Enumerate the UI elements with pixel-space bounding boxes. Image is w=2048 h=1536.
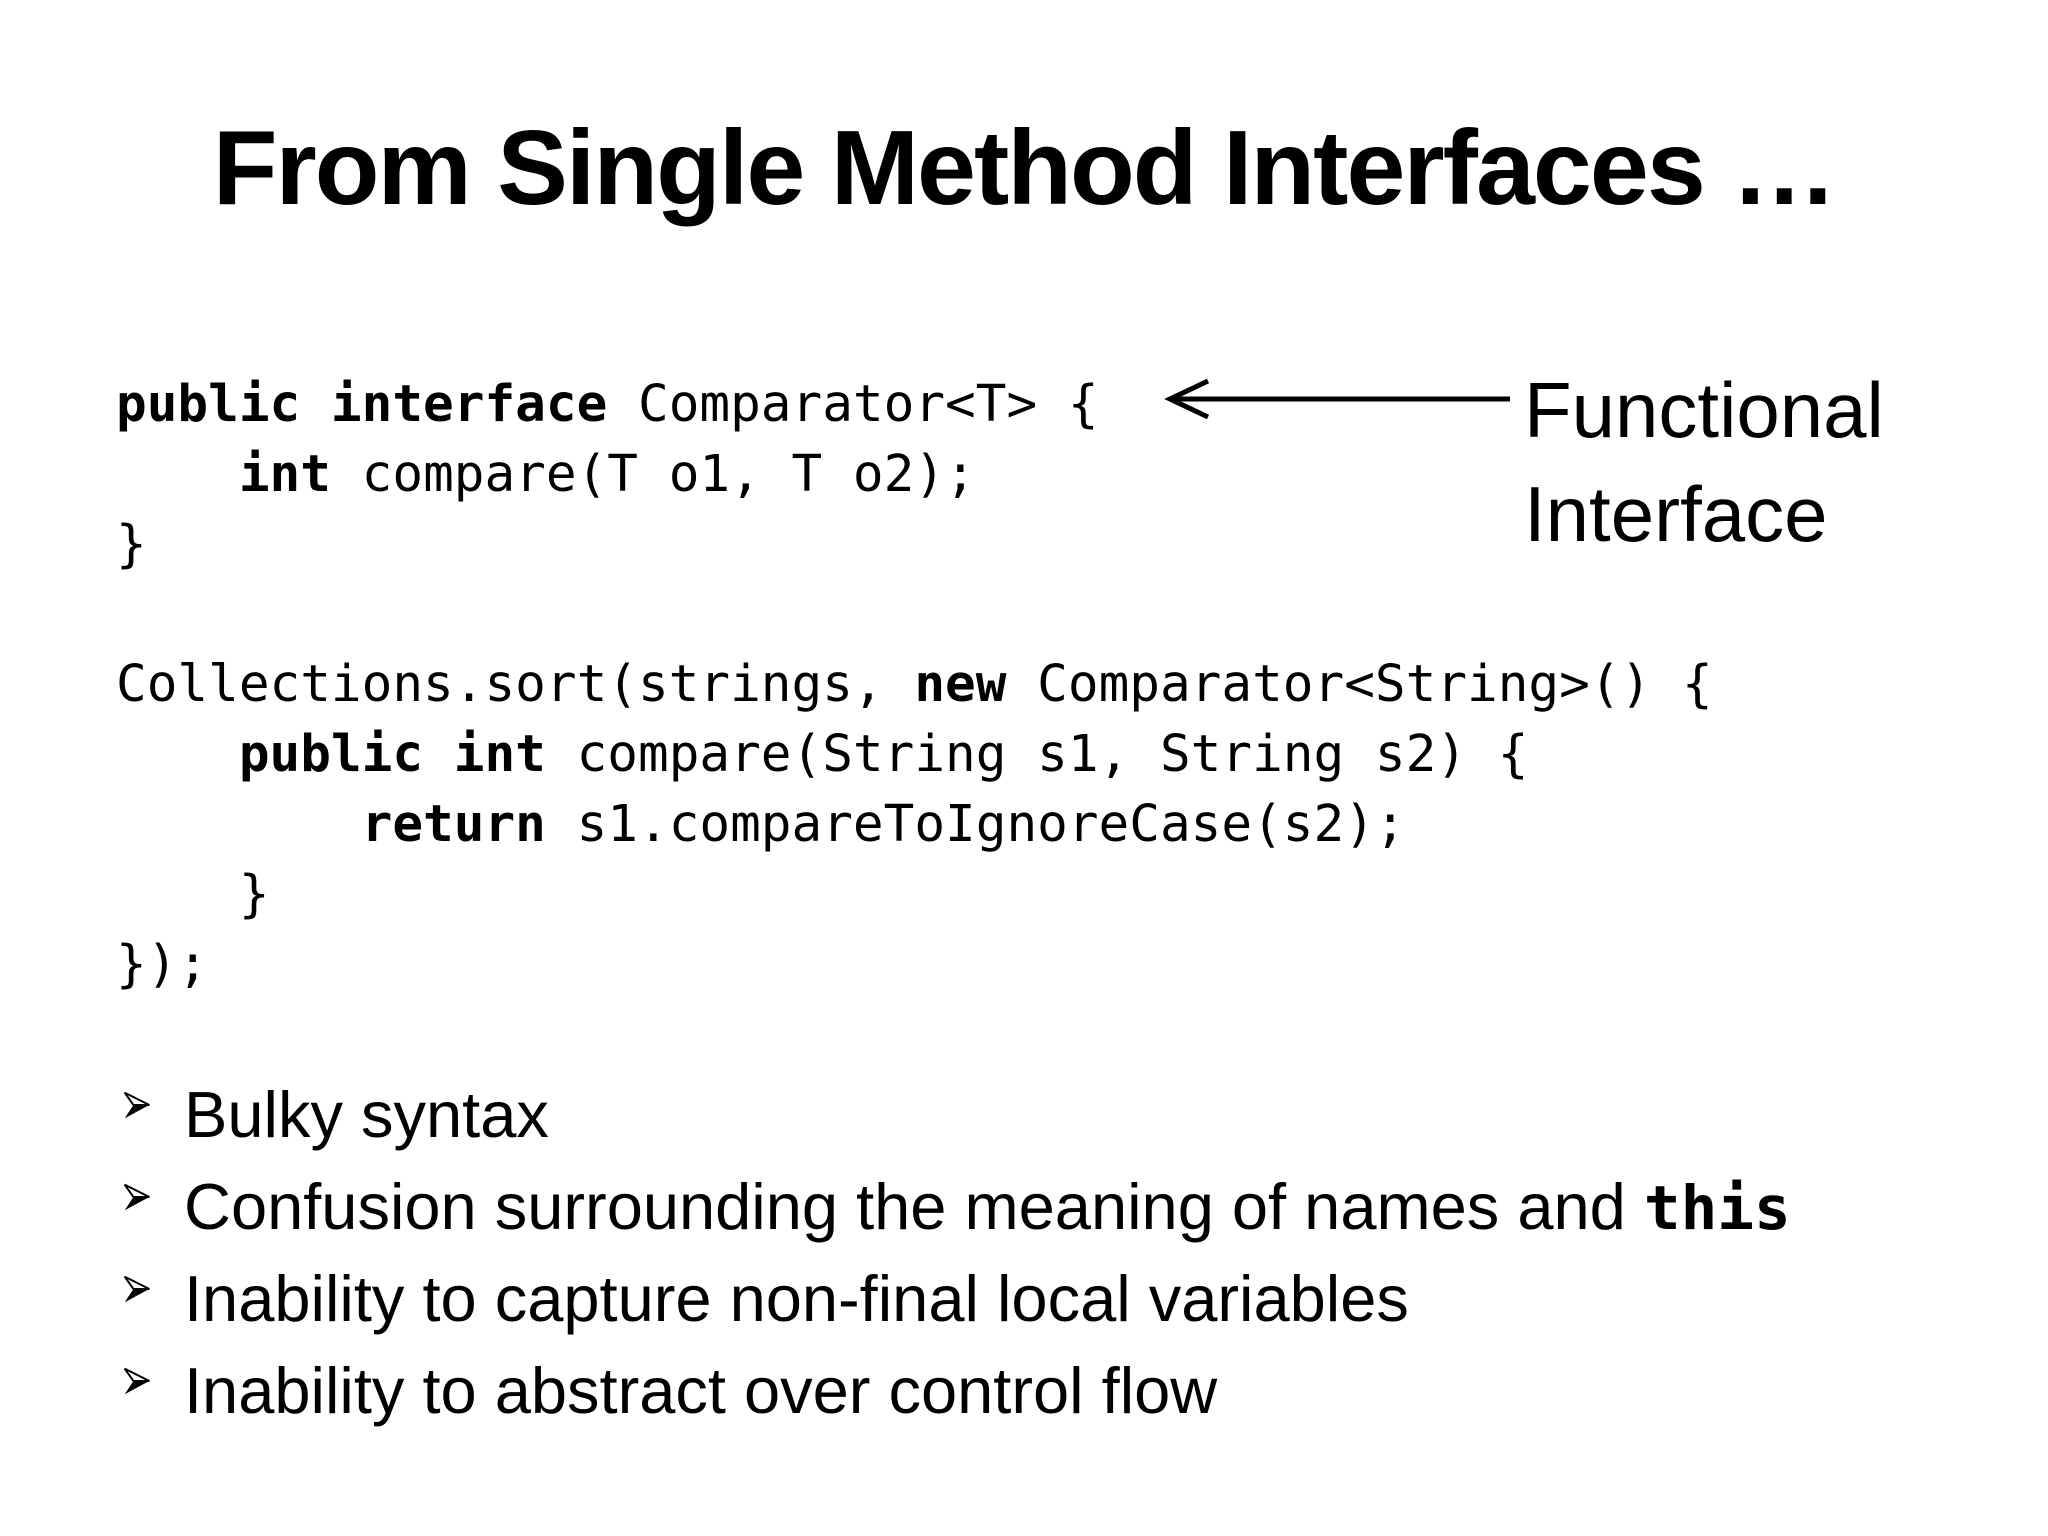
- bullet-text: Inability to capture non-final local var…: [184, 1260, 1409, 1340]
- bullet-text: Inability to abstract over control flow: [184, 1352, 1217, 1432]
- code-block-interface: public interface Comparator<T> { int com…: [116, 370, 1099, 580]
- code-line: return s1.compareToIgnoreCase(s2);: [116, 790, 1713, 860]
- list-item: Inability to abstract over control flow: [118, 1352, 1791, 1444]
- code-keyword: new: [914, 655, 1007, 714]
- code-line: }: [116, 510, 1099, 580]
- code-line: }: [116, 860, 1713, 930]
- code-text: }: [116, 515, 147, 574]
- arrow-left-icon: [1164, 378, 1510, 420]
- functional-interface-label-line2: Interface: [1524, 470, 1828, 558]
- code-line: public int compare(String s1, String s2)…: [116, 720, 1713, 790]
- code-indent: [116, 795, 362, 854]
- bullet-text-plain: Confusion surrounding the meaning of nam…: [184, 1170, 1644, 1243]
- code-keyword: return: [361, 795, 546, 854]
- code-text: });: [116, 935, 209, 994]
- code-line: });: [116, 930, 1713, 1000]
- functional-interface-label-line1: Functional: [1524, 366, 1884, 454]
- bullet-text: Bulky syntax: [184, 1076, 549, 1156]
- arrowhead-bullet-icon: [123, 1183, 150, 1211]
- bullet-list: Bulky syntax Confusion surrounding the m…: [118, 1076, 1791, 1444]
- code-text: s1.compareToIgnoreCase(s2);: [545, 795, 1406, 854]
- bullet-text-plain: Bulky syntax: [184, 1078, 549, 1151]
- code-line: public interface Comparator<T> {: [116, 370, 1099, 440]
- bullet-text-code: this: [1643, 1173, 1791, 1244]
- bullet-text-plain: Inability to abstract over control flow: [184, 1354, 1218, 1427]
- code-text: Comparator<T> {: [607, 375, 1099, 434]
- functional-interface-label: Functional Interface: [1524, 358, 1884, 566]
- list-item: Confusion surrounding the meaning of nam…: [118, 1168, 1791, 1260]
- code-text: compare(T o1, T o2);: [330, 445, 976, 504]
- bullet-text: Confusion surrounding the meaning of nam…: [184, 1168, 1791, 1248]
- code-keyword: public int: [238, 725, 546, 784]
- code-text: }: [116, 865, 270, 924]
- arrowhead-bullet-icon: [123, 1275, 150, 1303]
- code-indent: [116, 725, 239, 784]
- bullet-text-plain: Inability to capture non-final local var…: [184, 1262, 1409, 1335]
- code-indent: [116, 445, 239, 504]
- code-text: Collections.sort(strings,: [116, 655, 915, 714]
- code-keyword: public interface: [116, 375, 608, 434]
- code-block-anonymous-class: Collections.sort(strings, new Comparator…: [116, 650, 1713, 1000]
- code-text: compare(String s1, String s2) {: [545, 725, 1529, 784]
- code-line: Collections.sort(strings, new Comparator…: [116, 650, 1713, 720]
- code-keyword: int: [238, 445, 331, 504]
- code-line: int compare(T o1, T o2);: [116, 440, 1099, 510]
- arrowhead-bullet-icon: [123, 1367, 150, 1395]
- list-item: Inability to capture non-final local var…: [118, 1260, 1791, 1352]
- slide-title: From Single Method Interfaces …: [212, 109, 1837, 227]
- arrowhead-bullet-icon: [123, 1091, 150, 1119]
- code-text: Comparator<String>() {: [1006, 655, 1713, 714]
- list-item: Bulky syntax: [118, 1076, 1791, 1168]
